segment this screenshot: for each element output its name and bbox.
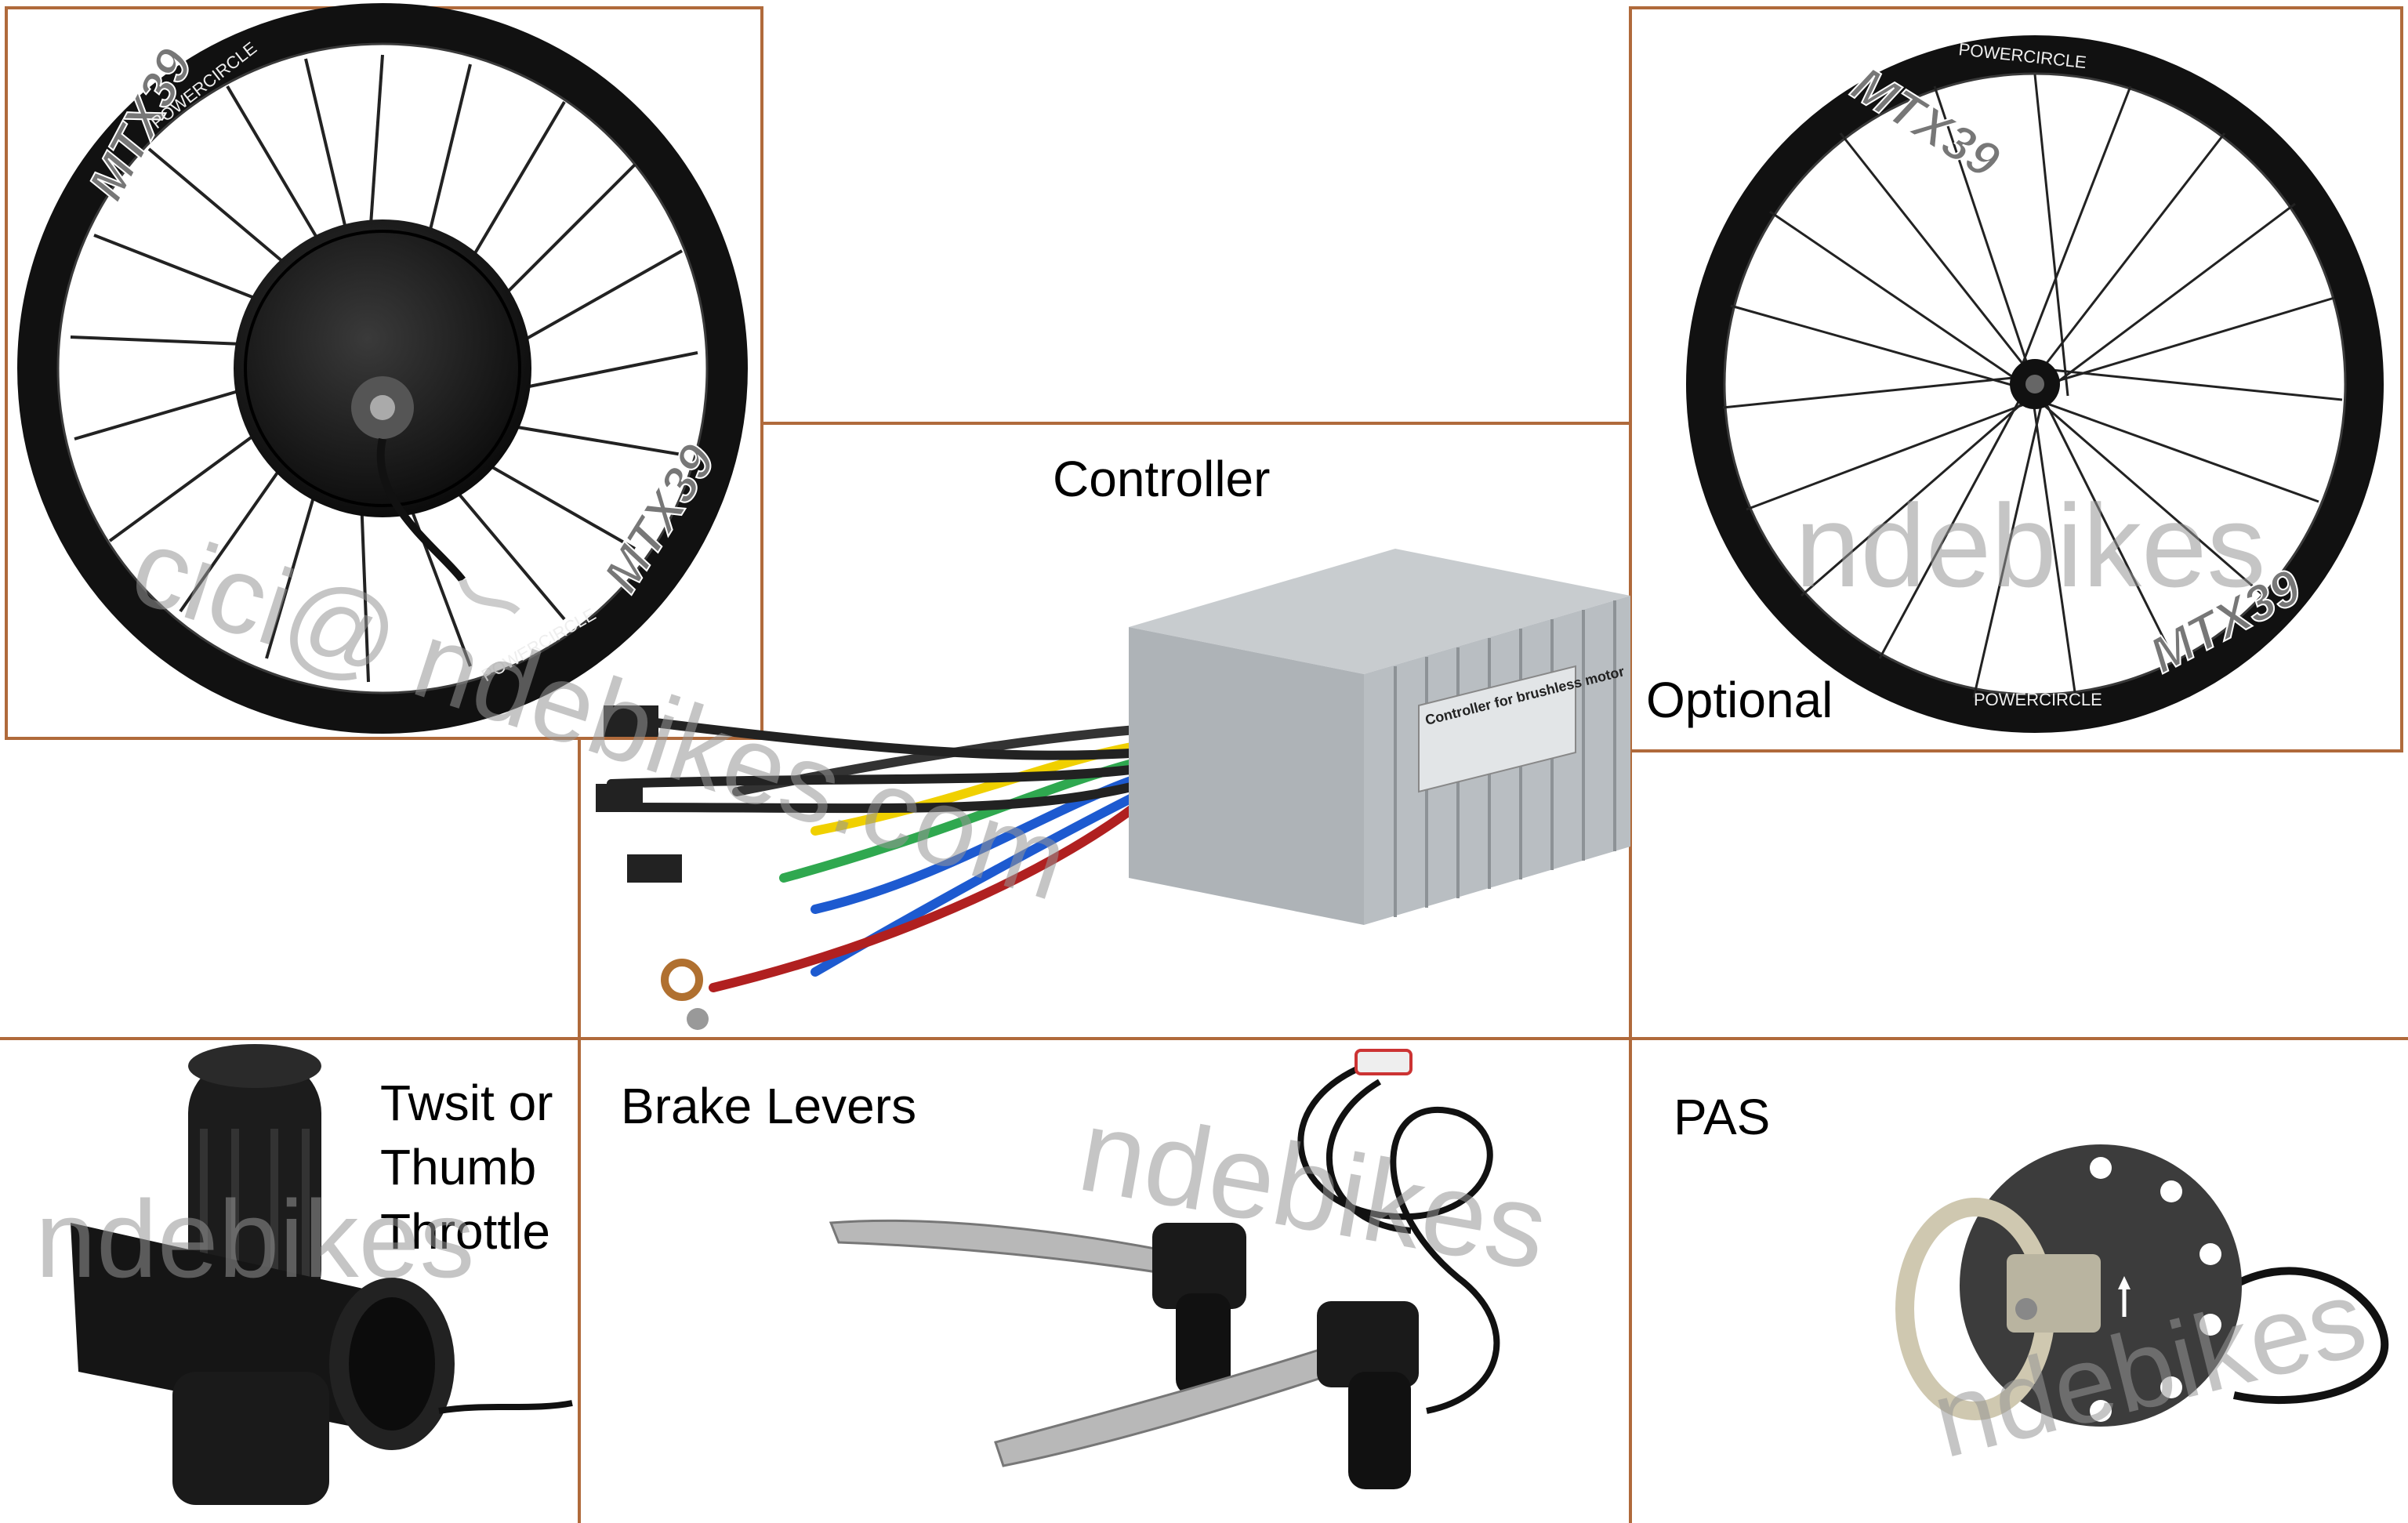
- right-vertical-divider: [1629, 422, 1632, 1523]
- throttle-image: [71, 1044, 573, 1505]
- brake-cables: [1297, 1063, 1500, 1414]
- brake-levers-image: [829, 1049, 1500, 1489]
- optional-label: Optional: [1646, 672, 1833, 728]
- outer-rim: [1686, 35, 2384, 733]
- hub-motor: [234, 219, 531, 517]
- horizontal-divider: [0, 1037, 2408, 1040]
- optional-wheel-frame: [1629, 6, 2403, 752]
- spokes: [1722, 74, 2343, 698]
- spokes: [70, 54, 698, 683]
- left-vertical-divider: [578, 738, 581, 1523]
- brake-lever-upper: [829, 1219, 1246, 1395]
- svg-text:POWERCIRCLE: POWERCIRCLE: [1974, 690, 2102, 709]
- controller-wires: [607, 716, 1149, 992]
- controller-box: Controller for brushless motor: [1129, 549, 1630, 925]
- optional-wheel-image: MTX39 MTX39 POWERCIRCLE POWERCIRCLE: [1686, 35, 2384, 733]
- brand-watermark-throttle: ndebikes: [35, 1177, 475, 1300]
- brake-lever-lower: [994, 1301, 1419, 1489]
- svg-text:MTX39: MTX39: [78, 39, 204, 209]
- controller-image: Controller for brushless motor: [596, 549, 1630, 1030]
- outer-rim: [17, 3, 748, 734]
- hub-motor-wheel-image: MTX39 MTX39 POWERCIRCLE POWERCIRCLE: [17, 3, 748, 734]
- throttle-label-line1: Twsit or: [380, 1075, 553, 1131]
- controller-label: Controller: [1053, 451, 1271, 507]
- throttle-label-line3: Throttle: [380, 1203, 550, 1260]
- controller-top-divider: [762, 422, 1630, 425]
- throttle-grip: [71, 1044, 573, 1505]
- brake-levers-label: Brake Levers: [621, 1078, 917, 1134]
- pas-label: PAS: [1674, 1089, 1771, 1145]
- brand-watermark-optional-wheel: ndebikes: [1795, 480, 2266, 611]
- pas-sensor-image: [1895, 1144, 2389, 1427]
- throttle-label-line2: Thumb: [380, 1139, 537, 1195]
